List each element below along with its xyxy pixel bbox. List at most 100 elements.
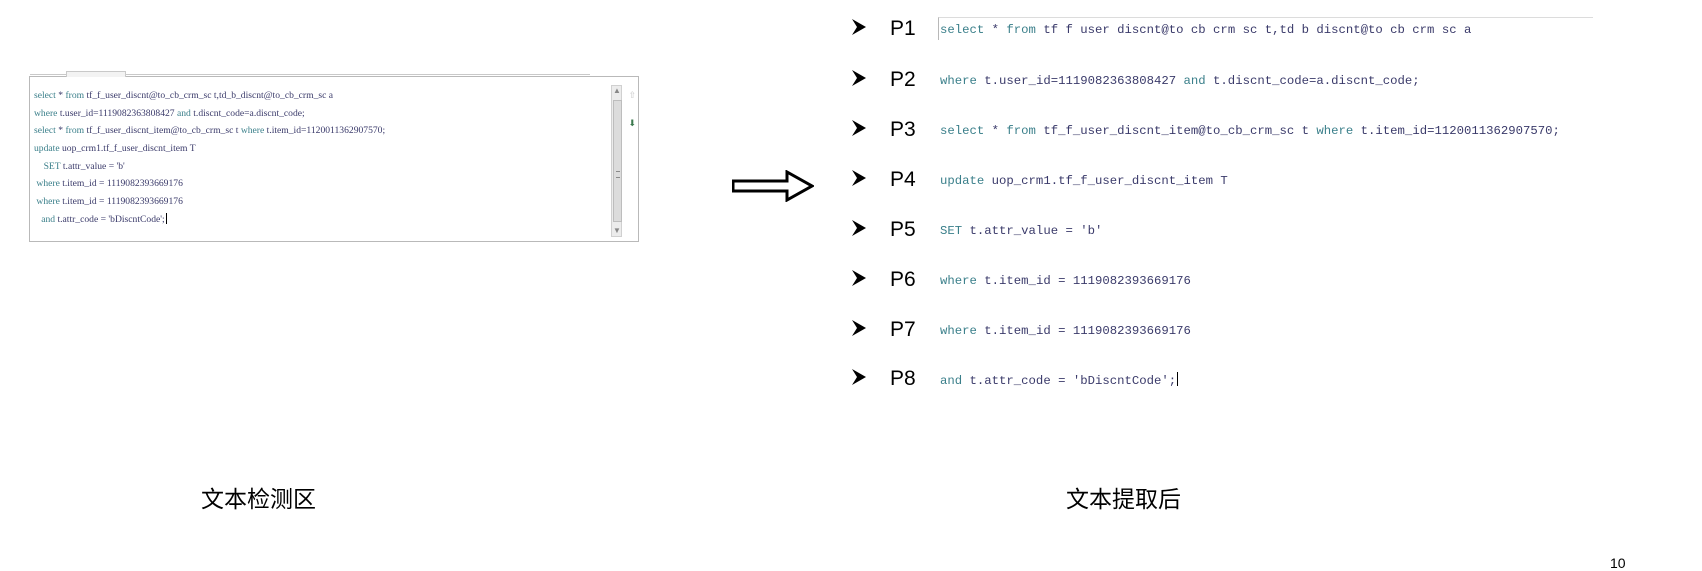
sql-keyword: where <box>1316 124 1354 138</box>
sql-text: tf_f_user_discnt@to_cb_crm_sc t,td_b_dis… <box>84 90 334 101</box>
editor-line: where t.user_id=1119082363808427 and t.d… <box>34 105 614 123</box>
arrowhead-bullet-icon <box>852 220 866 236</box>
extracted-item: P7 where t.item_id = 1119082393669176 <box>852 318 1692 348</box>
sql-keyword: and <box>940 374 963 388</box>
sql-text: t.item_id = 1119082393669176 <box>59 178 183 190</box>
sql-keyword: where <box>940 274 977 288</box>
arrowhead-bullet-icon <box>852 369 866 385</box>
item-label: P4 <box>890 168 916 191</box>
editor-scrollbar[interactable]: ▲ ▼ <box>611 85 622 237</box>
sql-keyword: where <box>240 125 265 137</box>
sql-keyword: select <box>34 90 56 101</box>
arrowhead-bullet-icon <box>852 19 866 35</box>
editor-tab-strip <box>30 74 590 78</box>
sql-text: tf_f_user_discnt_item@to_cb_crm_sc t <box>84 125 241 137</box>
extracted-item: P6 where t.item_id = 1119082393669176 <box>852 268 1692 298</box>
arrowhead-bullet-icon <box>852 320 866 336</box>
sql-text: tf_f_user_discnt_item@to_cb_crm_sc t <box>1035 124 1317 138</box>
item-label: P8 <box>890 367 916 390</box>
extracted-item: P1 select * from tf f user discnt@to cb c… <box>852 17 1692 47</box>
arrow-down-icon[interactable]: ⬇ <box>628 118 636 128</box>
sql-text: t.attr_code = 'bDiscntCode'; <box>55 213 165 225</box>
sql-keyword: from <box>1006 23 1036 37</box>
extracted-item: P8 and t.attr_code = 'bDiscntCode'; <box>852 367 1692 397</box>
arrowhead-bullet-icon <box>852 70 866 86</box>
sql-text: t.user_id=1119082363808427 <box>57 107 177 119</box>
arrowhead-bullet-icon <box>852 120 866 136</box>
scroll-up-icon[interactable]: ▲ <box>613 86 621 95</box>
extracted-code-text: update uop_crm1.tf_f_user_discnt_item T <box>940 173 1228 189</box>
sql-keyword: select <box>940 23 985 37</box>
sql-keyword: from <box>1006 124 1036 138</box>
sql-keyword: update <box>940 174 985 188</box>
sql-keyword: where <box>940 74 977 88</box>
editor-line: where t.item_id = 1119082393669176 <box>34 175 614 193</box>
arrow-up-icon[interactable]: ⇧ <box>628 90 636 100</box>
editor-tab[interactable] <box>66 71 126 77</box>
sql-keyword: where <box>34 178 60 190</box>
sql-keyword: select <box>940 124 985 138</box>
editor-line: select * from tf_f_user_discnt@to_cb_crm… <box>34 87 614 105</box>
text-cursor <box>165 212 167 224</box>
sql-text: * <box>55 125 66 137</box>
sql-text: t.item_id = 1119082393669176 <box>59 196 183 208</box>
arrowhead-bullet-icon <box>852 170 866 186</box>
sql-text: t.item_id = 1119082393669176 <box>976 324 1191 338</box>
extracted-item: P3 select * from tf_f_user_discnt_item@to… <box>852 118 1692 148</box>
extracted-code-text: select * from tf f user discnt@to cb crm… <box>940 22 1471 38</box>
sql-keyword: select <box>34 125 56 137</box>
item-label: P7 <box>890 318 916 341</box>
caption-detection-area: 文本检测区 <box>201 487 316 513</box>
double-line-right-arrow-icon <box>732 170 814 202</box>
extracted-code-text: where t.item_id = 1119082393669176 <box>940 323 1191 339</box>
sql-keyword: where <box>34 196 60 208</box>
editor-line: update uop_crm1.tf_f_user_discnt_item T <box>34 140 614 158</box>
sql-text: t.attr_value = 'b' <box>962 224 1103 238</box>
sql-text: t.item_id=1120011362907570; <box>264 125 386 137</box>
sql-keyword: and <box>177 107 191 119</box>
code-editor-panel: select * from tf_f_user_discnt@to_cb_crm… <box>29 71 639 242</box>
extracted-item: P4 update uop_crm1.tf_f_user_discnt_item … <box>852 168 1692 198</box>
editor-crop-border <box>938 17 1593 40</box>
sql-text: t.discnt_code=a.discnt_code; <box>190 107 305 119</box>
editor-line: SET t.attr_value = 'b' <box>34 158 614 176</box>
extracted-code-text: select * from tf_f_user_discnt_item@to_c… <box>940 123 1560 139</box>
sql-text: * <box>984 23 1007 37</box>
extracted-code-text: and t.attr_code = 'bDiscntCode'; <box>940 372 1179 389</box>
sql-keyword: where <box>940 324 977 338</box>
caption-after-extraction: 文本提取后 <box>1066 487 1181 513</box>
editor-line: select * from tf_f_user_discnt_item@to_c… <box>34 122 614 140</box>
sql-text: * <box>55 90 66 101</box>
sql-keyword: and <box>34 213 56 225</box>
extracted-item: P2 where t.user_id=1119082363808427 and t… <box>852 68 1692 98</box>
item-label: P1 <box>890 17 916 40</box>
sql-text: t.item_id = 1119082393669176 <box>976 274 1191 288</box>
sql-keyword: from <box>65 125 85 137</box>
sql-keyword: where <box>34 107 58 119</box>
sql-text: t.user_id=1119082363808427 <box>976 74 1184 88</box>
extracted-code-text: SET t.attr_value = 'b' <box>940 223 1102 239</box>
extracted-code-text: where t.user_id=1119082363808427 and t.d… <box>940 73 1420 89</box>
sql-text: * <box>984 124 1007 138</box>
sql-keyword: update <box>34 143 60 155</box>
sql-text: t.item_id=1120011362907570; <box>1353 124 1560 138</box>
scrollbar-thumb[interactable] <box>613 100 622 222</box>
sql-keyword: from <box>65 90 85 101</box>
item-label: P3 <box>890 118 916 141</box>
scroll-down-icon[interactable]: ▼ <box>613 226 621 235</box>
text-cursor <box>1177 372 1179 386</box>
editor-line: and t.attr_code = 'bDiscntCode'; <box>34 211 614 229</box>
item-label: P6 <box>890 268 916 291</box>
page-number: 10 <box>1610 555 1626 571</box>
item-label: P5 <box>890 218 916 241</box>
editor-code-lines[interactable]: select * from tf_f_user_discnt@to_cb_crm… <box>34 87 614 229</box>
sql-keyword: SET <box>940 224 963 238</box>
sql-keyword: SET <box>34 160 61 172</box>
extracted-code-text: where t.item_id = 1119082393669176 <box>940 273 1191 289</box>
item-label: P2 <box>890 68 916 91</box>
extracted-item: P5 SET t.attr_value = 'b' <box>852 218 1692 248</box>
sql-text: tf f user discnt@to cb crm sc t,td b dis… <box>1035 23 1472 37</box>
sql-keyword: and <box>1183 74 1206 88</box>
scrollbar-grip-icon <box>616 171 620 178</box>
sql-text: t.attr_code = 'bDiscntCode'; <box>962 374 1177 388</box>
